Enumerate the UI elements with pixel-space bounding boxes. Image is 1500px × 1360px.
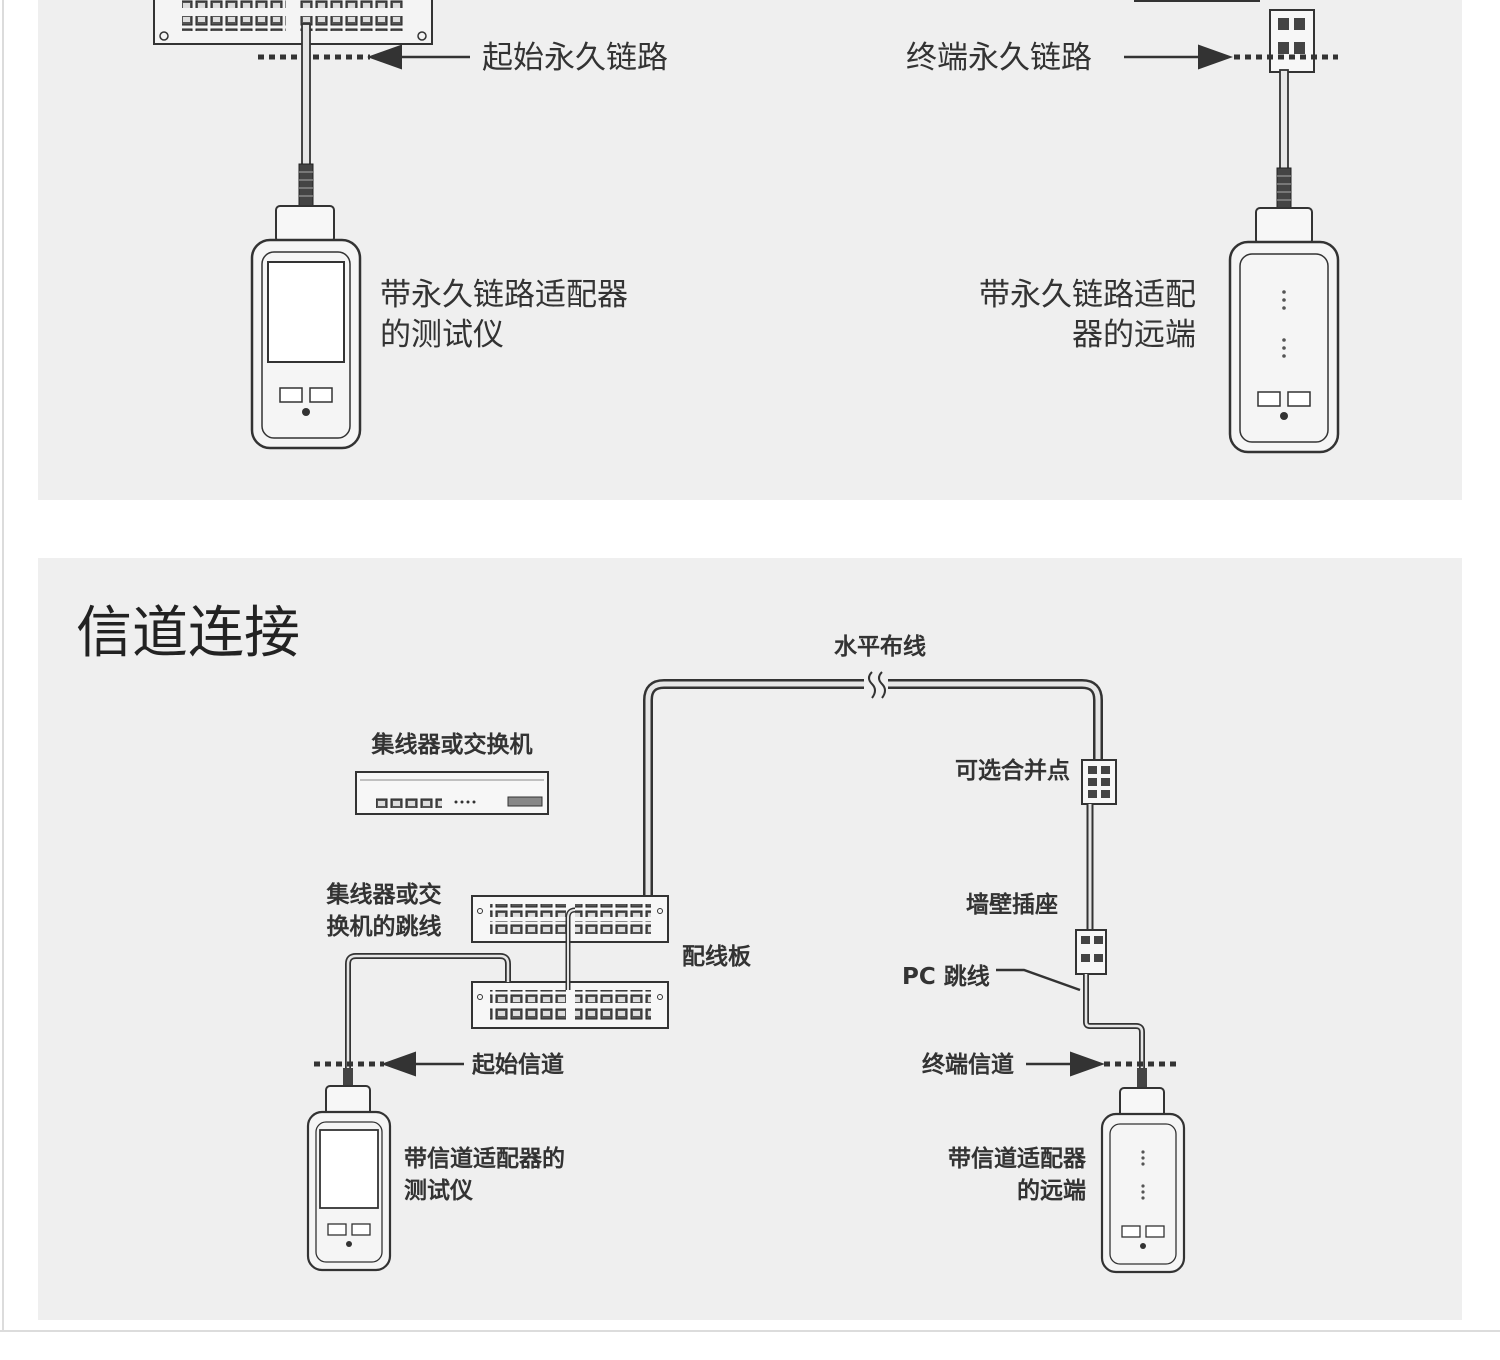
- hub-switch-device: [355, 771, 549, 815]
- wall-outlet-label: 墙壁插座: [966, 891, 1058, 918]
- end-permanent-link-label: 终端永久链路: [906, 40, 1092, 76]
- pc-patch-label: PC 跳线: [902, 963, 990, 990]
- main-tester-device-bottom: [306, 1068, 392, 1272]
- remote-device-bottom: [1100, 1068, 1186, 1274]
- remote-device-top: [1228, 207, 1340, 454]
- remote-cable-right: [1276, 69, 1292, 211]
- page-left-edge: [2, 0, 4, 1330]
- tester-cable-channel: [345, 953, 511, 1072]
- hub-patch-label-line2: 换机的跳线: [327, 913, 442, 940]
- tester-cable-left: [298, 23, 314, 209]
- start-channel-label: 起始信道: [472, 1051, 564, 1078]
- pc-patch-cord: [996, 968, 1145, 1074]
- main-tester-device-top: [250, 205, 362, 450]
- consolidation-point: [1081, 759, 1117, 805]
- hub-switch-label: 集线器或交换机: [371, 731, 533, 758]
- remote-permanent-label-line2: 器的远端: [1072, 317, 1196, 353]
- consolidation-point-label: 可选合并点: [955, 757, 1070, 784]
- end-channel-label: 终端信道: [922, 1051, 1014, 1078]
- tester-permanent-label-line1: 带永久链路适配器: [380, 277, 628, 313]
- remote-permanent-label-line1: 带永久链路适配: [979, 277, 1196, 313]
- patch-panel-label: 配线板: [682, 943, 752, 970]
- tester-channel-label-line1: 带信道适配器的: [404, 1145, 565, 1172]
- wall-outlet: [1075, 929, 1107, 975]
- page-bottom-edge: [0, 1330, 1500, 1332]
- patch-panel-top-left: [153, 0, 433, 45]
- horizontal-cable: [643, 671, 1103, 896]
- remote-channel-label-line2: 的远端: [1017, 1177, 1086, 1204]
- channel-title: 信道连接: [76, 601, 300, 666]
- horizontal-cabling-label: 水平布线: [834, 633, 926, 660]
- remote-channel-label-line1: 带信道适配器: [948, 1145, 1087, 1172]
- cross-connect-jumper: [565, 907, 576, 990]
- start-permanent-link-label: 起始永久链路: [482, 40, 668, 76]
- outlet-top-right: [1134, 0, 1315, 73]
- tester-channel-label-line2: 测试仪: [404, 1178, 474, 1204]
- hub-patch-label-line1: 集线器或交: [326, 881, 442, 908]
- tester-permanent-label-line2: 的测试仪: [380, 317, 504, 353]
